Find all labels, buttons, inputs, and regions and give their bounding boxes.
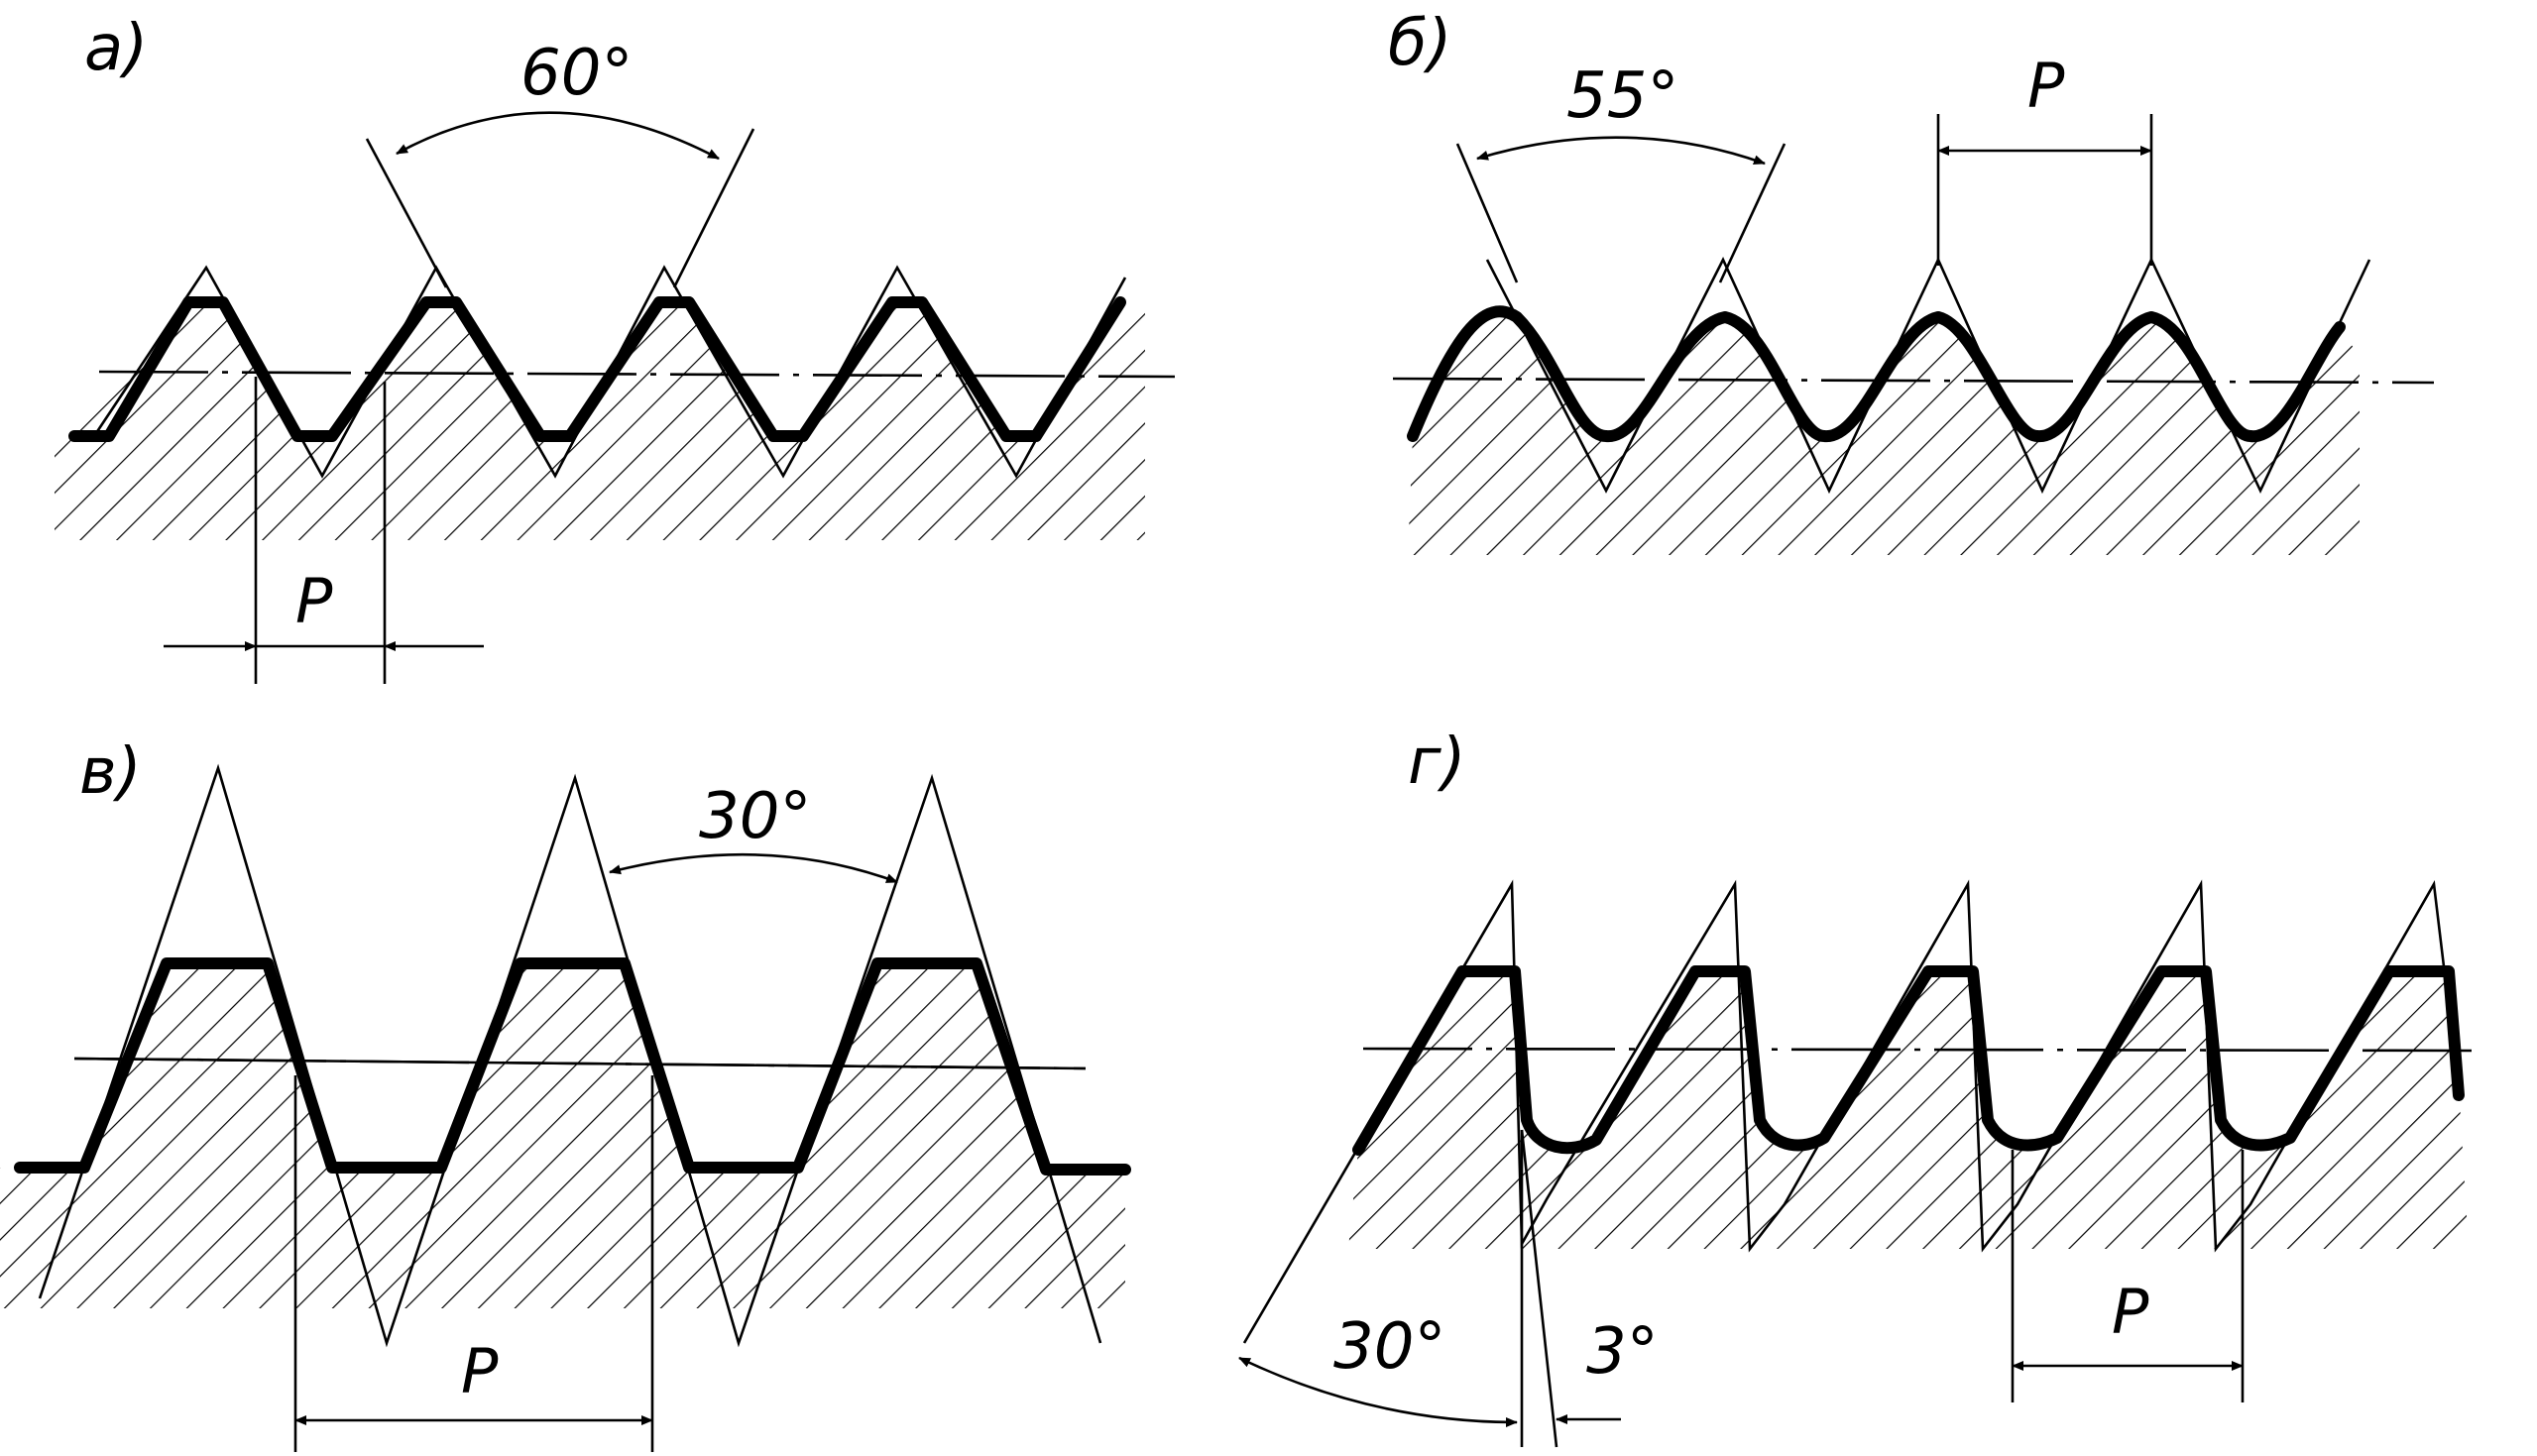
panel-b-pitch-label: P xyxy=(2027,50,2065,122)
panel-v-hatched-body xyxy=(0,963,1125,1308)
panel-a-label: а) xyxy=(84,12,148,85)
panel-g-pitch-line xyxy=(1362,1047,2475,1053)
panel-a-angle-side-right xyxy=(672,128,755,288)
panel-g-hatched-body xyxy=(1348,971,2469,1249)
panel-a-hatched-body xyxy=(55,302,1145,540)
panel-b-angle-side-left xyxy=(1455,143,1519,283)
panel-g-pitch-label: P xyxy=(2112,1276,2149,1348)
panel-v-angle-arc xyxy=(609,852,898,884)
panel-v-pitch-line-dash xyxy=(73,1057,1087,1070)
panel-v-basic-profile xyxy=(38,763,1102,1348)
panel-b-pitch-line xyxy=(1392,377,2435,385)
panel-g-thread-outline xyxy=(1352,965,2465,1156)
panel-a-thread-outline xyxy=(68,296,1126,442)
panel-b-pipe-thread: 55° P б) xyxy=(1388,7,2435,555)
panel-b-angle-label: 55° xyxy=(1566,59,1678,133)
panel-v-pitch-label: P xyxy=(461,1335,499,1407)
panel-v-trapezoidal-thread: 30° P в) xyxy=(0,735,1131,1452)
panel-a-metric-thread: 60° P а) xyxy=(55,12,1176,684)
panel-b-angle-side-right xyxy=(1718,143,1787,283)
panel-g-buttress-thread: 30° 3° P г) xyxy=(1238,726,2475,1448)
panel-a-pitch-label: P xyxy=(295,565,333,637)
panel-a-angle-label: 60° xyxy=(520,37,633,110)
panel-v-thread-outline xyxy=(14,957,1131,1176)
panel-b-hatched-body xyxy=(1408,311,2360,555)
panel-g-basic-profile xyxy=(1242,879,2449,1344)
panel-v-label: в) xyxy=(79,735,142,809)
panel-a-pitch-line xyxy=(98,370,1176,379)
panel-b-angle-arc xyxy=(1476,136,1766,166)
panel-g-3deg-line xyxy=(1520,1129,1558,1448)
panel-g-angle-left-arc xyxy=(1238,1356,1518,1427)
panel-b-label: б) xyxy=(1388,7,1451,80)
panel-b-thread-outline xyxy=(1407,305,2346,443)
panel-g-angle-right-label: 3° xyxy=(1586,1315,1659,1389)
panel-g-label: г) xyxy=(1408,726,1466,799)
panel-a-angle-arc xyxy=(396,111,720,161)
panel-v-angle-label: 30° xyxy=(699,780,811,853)
panel-a-angle-side-left xyxy=(365,138,448,288)
panel-g-angle-left-label: 30° xyxy=(1333,1310,1445,1384)
